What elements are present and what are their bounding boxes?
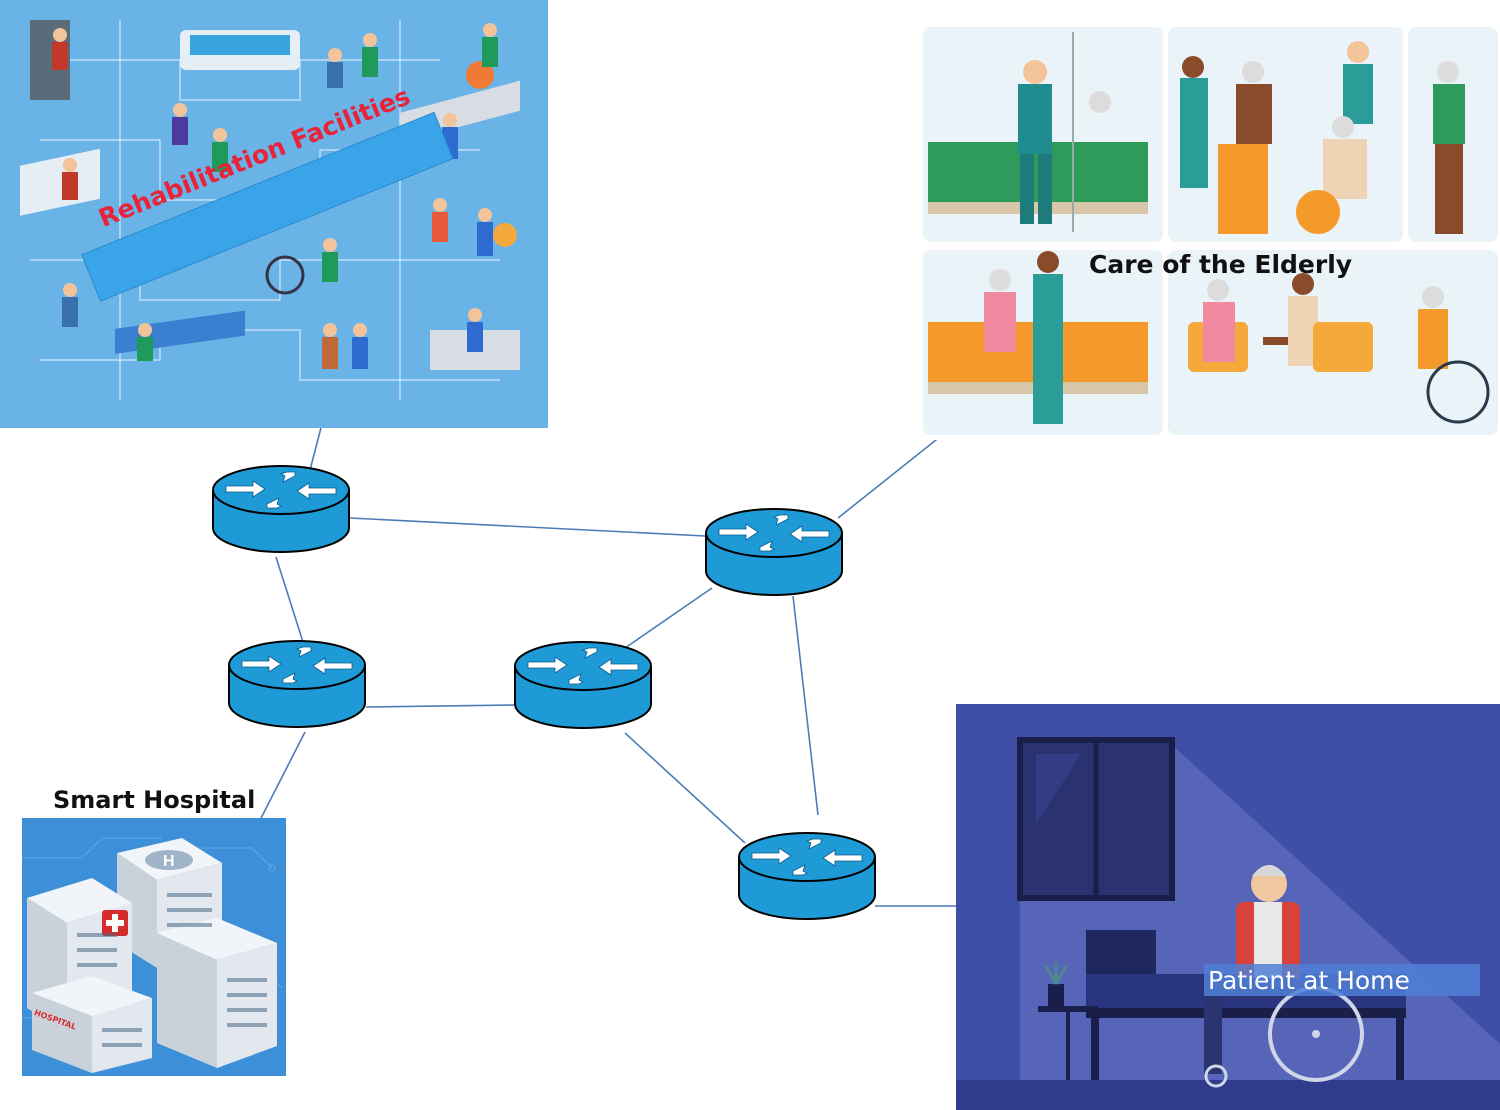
router-icon[interactable] <box>514 641 652 729</box>
rehab-illustration <box>20 20 520 400</box>
link-rehab-r1 <box>309 419 324 471</box>
home-label: Patient at Home <box>1208 966 1410 995</box>
elderly-panel[interactable]: Care of the Elderly <box>918 22 1500 440</box>
rehab-panel[interactable]: Rehabilitation Facilities <box>0 0 548 428</box>
svg-text:H: H <box>163 853 175 870</box>
links <box>255 419 958 907</box>
link-r1-r3 <box>275 556 304 643</box>
link-r4-r2 <box>624 587 713 649</box>
router-icon[interactable] <box>228 640 366 728</box>
link-r3-r4 <box>365 704 516 708</box>
elderly-label: Care of the Elderly <box>1089 250 1353 279</box>
router-icon[interactable] <box>738 832 876 920</box>
hospital-label: Smart Hospital <box>53 786 256 814</box>
home-illustration <box>956 737 1500 1110</box>
home-panel[interactable]: Patient at Home <box>956 704 1500 1110</box>
link-r3-hospital <box>255 731 306 829</box>
link-r2-r5 <box>792 595 819 816</box>
hospital-illustration: H <box>22 837 283 1073</box>
hospital-panel[interactable]: H HOSPITAL <box>22 818 286 1076</box>
router-icon[interactable] <box>705 508 843 596</box>
elderly-illustration <box>923 27 1498 435</box>
link-r1-r2 <box>349 517 706 537</box>
link-r2-elderly <box>837 431 947 519</box>
link-r4-r5 <box>624 732 746 844</box>
router-icon[interactable] <box>212 465 350 553</box>
